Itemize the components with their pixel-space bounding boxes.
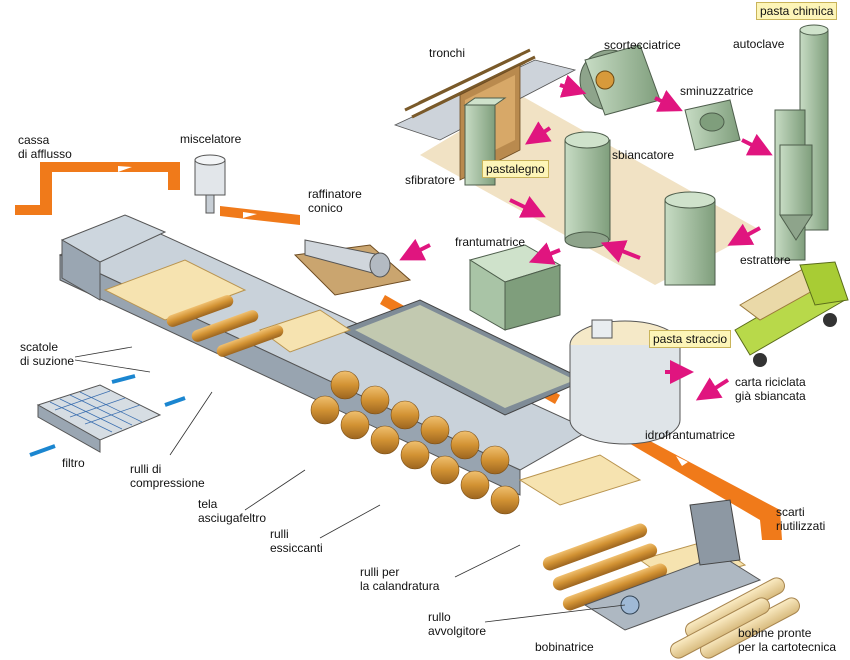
label-bobine-pronte: bobine pronte per la cartotecnica: [738, 626, 837, 654]
calender-rollers: [542, 523, 668, 611]
tag-pasta-chimica: pasta chimica: [756, 2, 838, 20]
label-raffinatore: raffinatore conico: [308, 187, 362, 215]
conical-refiner: [293, 239, 412, 296]
crusher-frantumatrice: [468, 244, 562, 331]
label-carta-riciclata: carta riciclata già sbiancata: [735, 375, 806, 403]
label-leader-lines: [74, 346, 626, 623]
label-tela: tela asciugafeltro: [198, 497, 267, 525]
label-autoclave: autoclave: [733, 37, 785, 51]
label-tronchi: tronchi: [429, 46, 466, 60]
magenta-flow-arrows: [399, 74, 773, 401]
label-cassa-afflusso: cassa di afflusso: [18, 133, 72, 161]
suction-box-filter: [36, 384, 162, 453]
label-rulli-compressione: rulli di compressione: [130, 462, 205, 490]
label-sbiancatore: sbiancatore: [612, 148, 675, 162]
label-bobinatrice: bobinatrice: [535, 640, 594, 654]
label-calandratura: rulli per la calandratura: [360, 565, 440, 593]
label-sminuzzatrice: sminuzzatrice: [680, 84, 754, 98]
label-rulli-essiccanti: rulli essiccanti: [270, 527, 323, 555]
headbox: [60, 214, 167, 301]
blue-flow-arrows: [29, 374, 186, 457]
mixer-miscelatore: [194, 154, 226, 214]
label-frantumatrice: frantumatrice: [455, 235, 526, 249]
tag-pasta-straccio: pasta straccio: [649, 330, 732, 348]
finished-paper-rolls: [670, 577, 800, 659]
label-sfibratore: sfibratore: [405, 173, 456, 187]
label-scarti: scarti riutilizzati: [776, 505, 826, 533]
label-scatole-suzione: scatole di suzione: [20, 340, 75, 368]
label-miscelatore: miscelatore: [180, 132, 242, 146]
label-rullo-avvolgitore: rullo avvolgitore: [428, 610, 487, 638]
label-scortecciatrice: scortecciatrice: [604, 38, 681, 52]
reel-winder: [583, 499, 762, 631]
debarker-machine: [579, 44, 661, 116]
label-idrofrantumatrice: idrofrantumatrice: [645, 428, 736, 442]
extractor-tank: [664, 191, 716, 286]
press-rollers: [166, 295, 284, 357]
recycled-paper-truck: [734, 261, 849, 367]
bleacher-tank: [564, 131, 611, 249]
label-filtro: filtro: [62, 456, 85, 470]
drying-cylinders: [310, 370, 520, 515]
tag-pastalegno: pastalegno: [482, 160, 549, 178]
label-estrattore: estrattore: [740, 253, 791, 267]
chipper-machine: [684, 99, 741, 151]
autoclave-tower: [774, 24, 829, 261]
